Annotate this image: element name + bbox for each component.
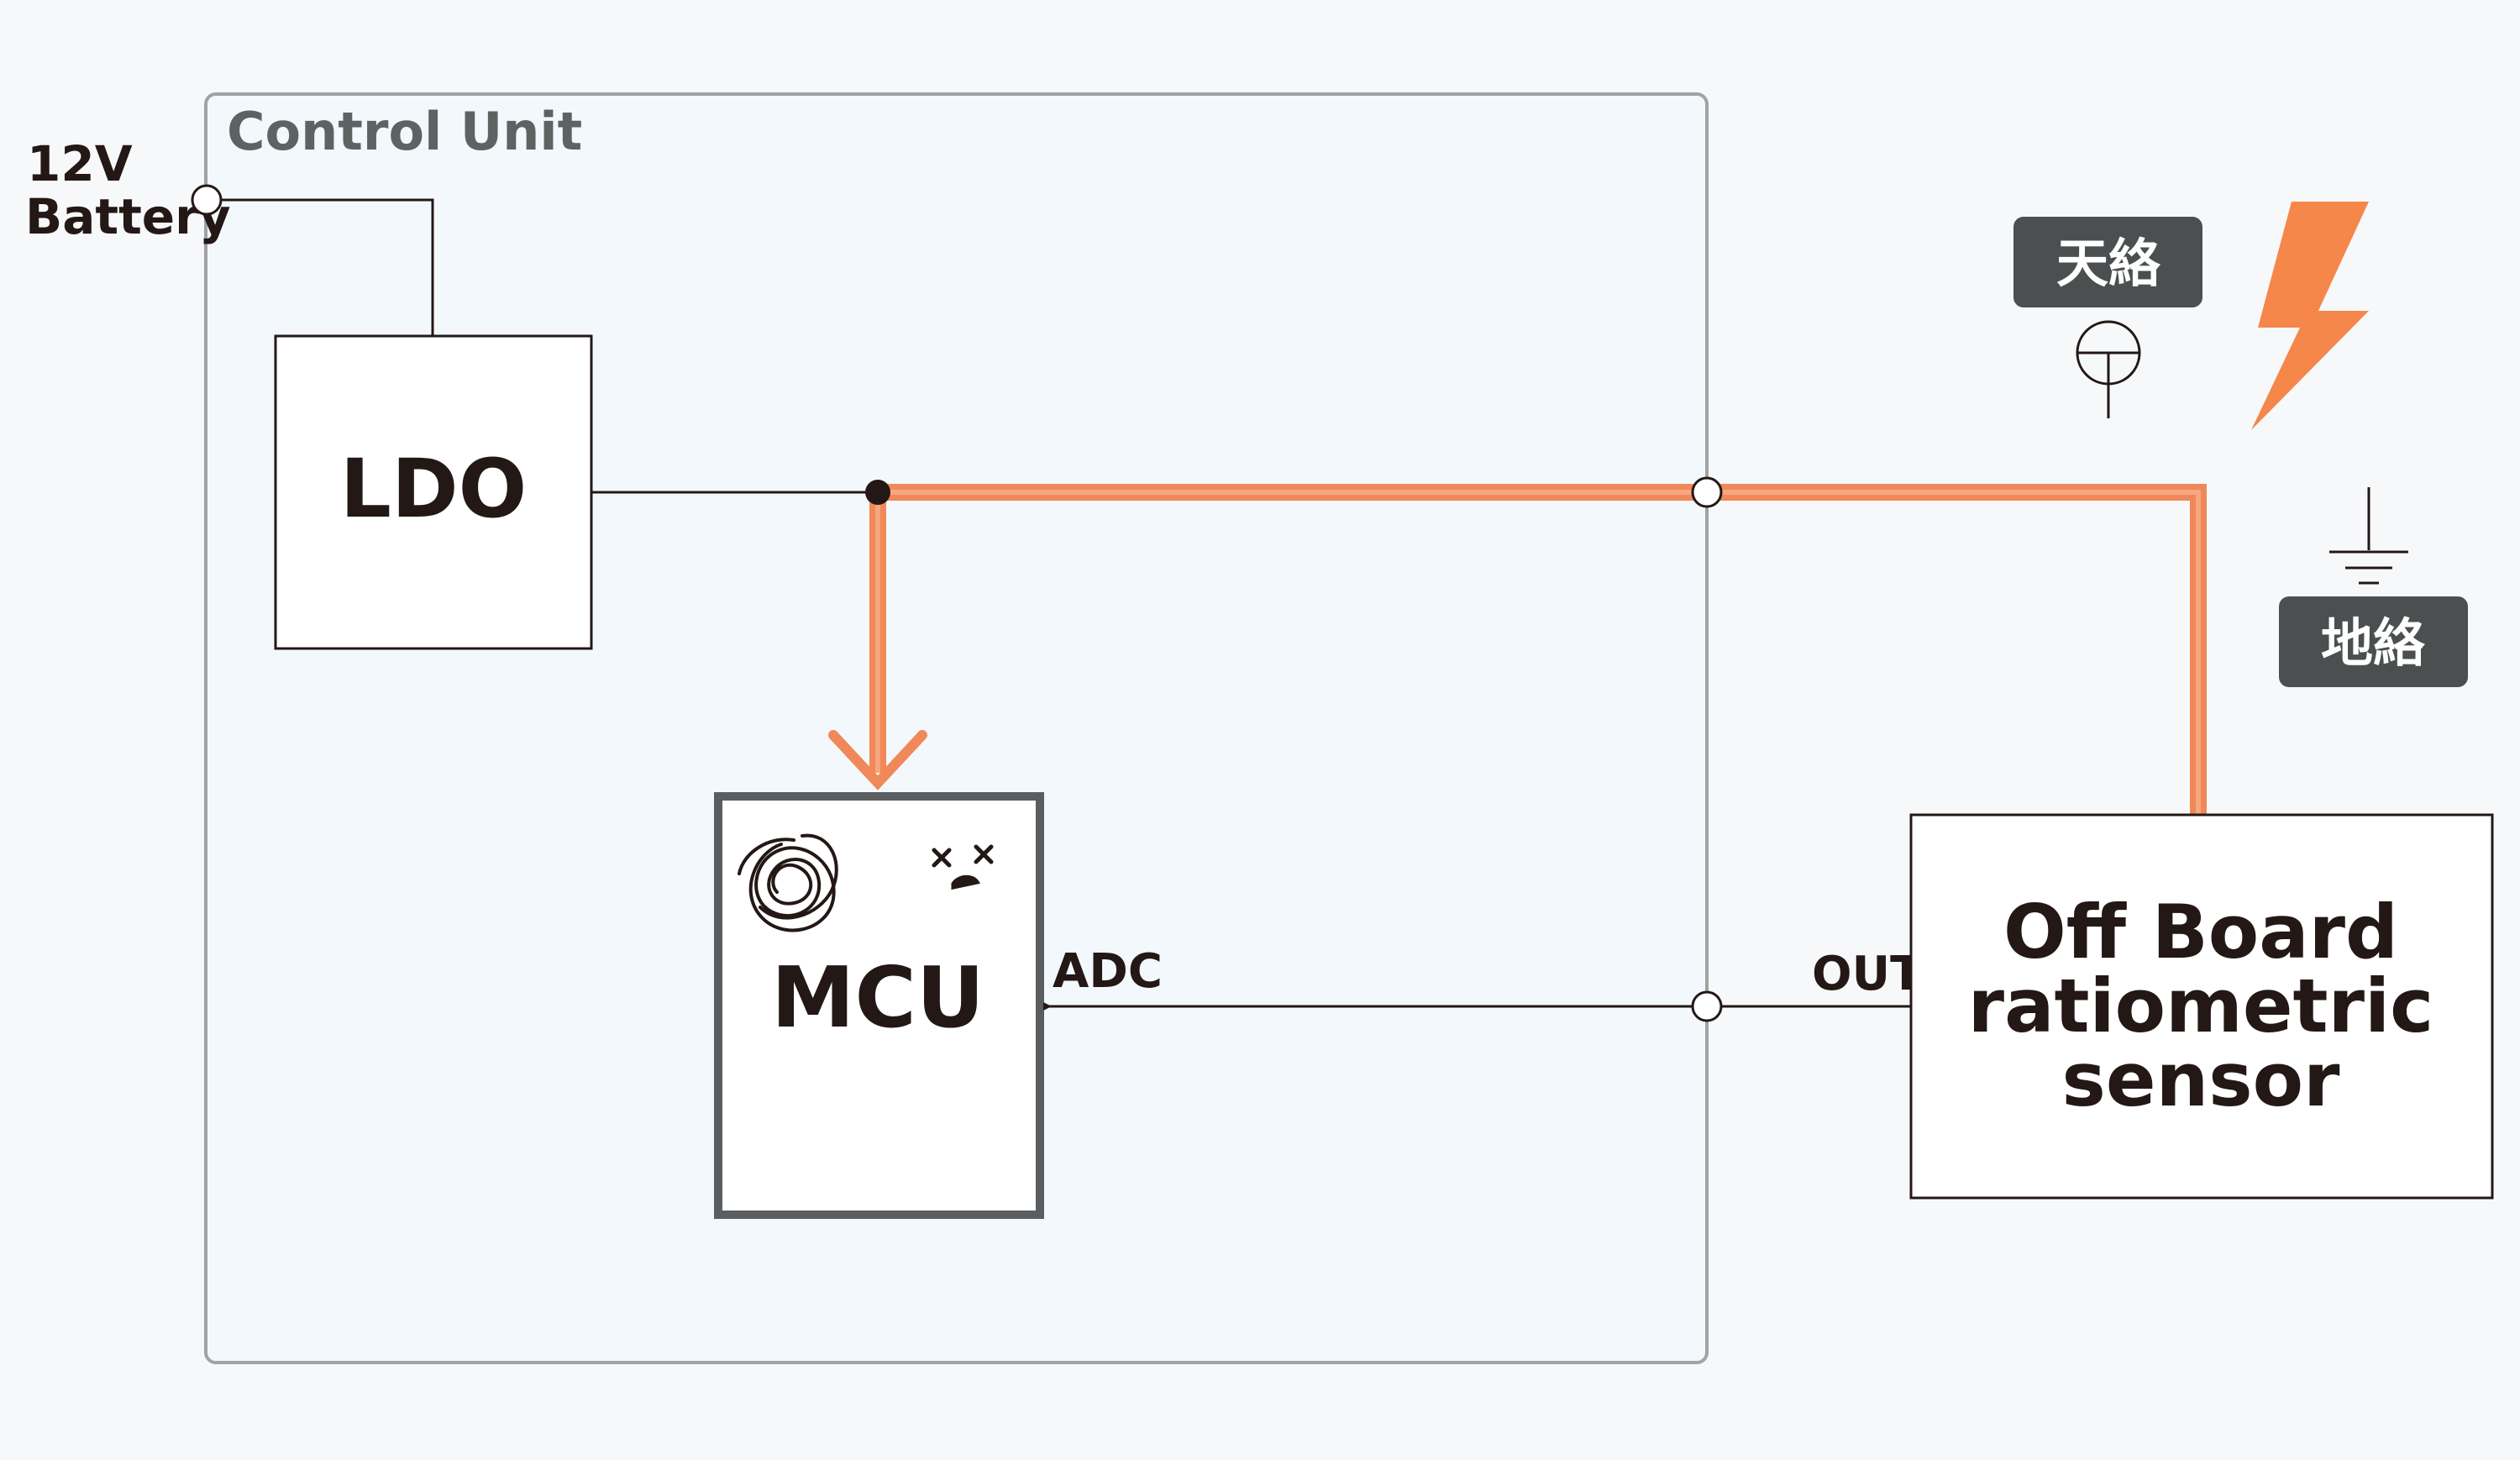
power-supply-symbol xyxy=(2076,320,2141,418)
sensor-label-line3: sensor xyxy=(2062,1037,2341,1123)
battery-terminal xyxy=(191,184,223,216)
out-pin-label: OUT xyxy=(1812,947,1922,1001)
fault-arrow-head xyxy=(828,730,927,790)
ground-fault-label: 地絡 xyxy=(2321,612,2426,674)
ldo-block xyxy=(274,334,593,650)
adc-pin-label: ADC xyxy=(1053,944,1163,999)
ground-symbol xyxy=(2329,487,2408,585)
sensor-label-line1: Off Board xyxy=(2003,889,2398,975)
ldo-label: LDO xyxy=(340,442,527,536)
mcu-label: MCU xyxy=(771,948,984,1047)
dizzy-face-icon xyxy=(932,844,994,890)
fault-current-path-inner xyxy=(875,490,2201,815)
control-unit-title: Control Unit xyxy=(227,101,582,162)
power-fault-badge xyxy=(2013,217,2202,307)
ground-fault-badge xyxy=(2279,596,2468,687)
signal-connector xyxy=(1691,990,1723,1022)
confusion-scribble-icon xyxy=(738,833,838,932)
lightning-bolt-icon xyxy=(2251,202,2369,430)
power-junction-dot xyxy=(865,480,890,505)
power-fault-label: 天絡 xyxy=(2056,233,2161,294)
sensor-label-line2: ratiometric xyxy=(1968,963,2434,1049)
power-connector xyxy=(1691,476,1723,508)
sensor-block xyxy=(1909,813,2494,1200)
battery-wire xyxy=(207,198,434,336)
battery-label-voltage: 12V xyxy=(27,135,133,192)
mcu-block xyxy=(714,792,1044,1219)
